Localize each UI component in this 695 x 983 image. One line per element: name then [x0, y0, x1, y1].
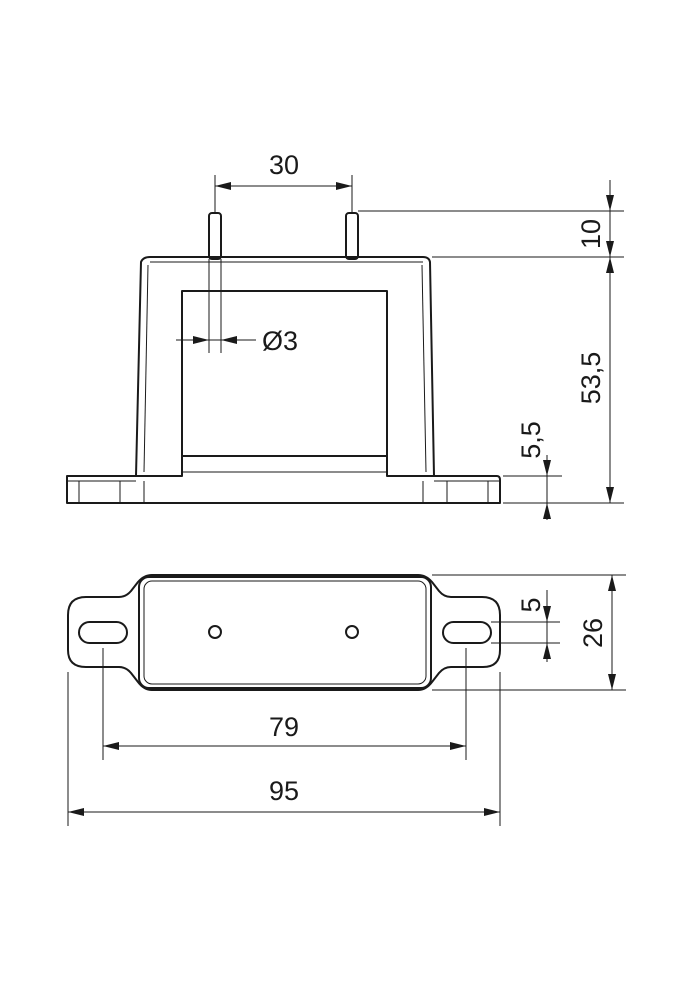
dim-label-pin-spacing: 30 — [269, 150, 299, 180]
right-pin — [345, 212, 359, 260]
dimension-hole-spacing: 79 — [102, 648, 467, 760]
dim-label-width: 26 — [578, 618, 608, 648]
dimension-width: 26 5 — [432, 574, 626, 691]
dimension-pin-spacing: 30 — [214, 150, 353, 212]
dim-label-hole-spacing: 79 — [269, 712, 299, 742]
dimension-heights: 10 53,5 — [358, 180, 624, 504]
dim-label-total-height: 53,5 — [576, 352, 606, 405]
left-mounting-slot — [78, 621, 128, 644]
dim-label-slot-width: 5 — [516, 597, 546, 612]
body-top — [138, 576, 432, 689]
dim-label-total-length: 95 — [269, 776, 299, 806]
bracket-inner-opening — [181, 290, 388, 473]
right-mounting-slot — [442, 621, 492, 644]
front-view — [66, 212, 501, 504]
left-pin — [208, 212, 222, 260]
dimension-total-length: 95 — [67, 672, 501, 826]
dim-label-pin-diameter: Ø3 — [262, 326, 298, 356]
left-pin-hole — [208, 625, 222, 639]
dim-label-base-thickness: 5,5 — [516, 421, 546, 459]
top-view — [67, 574, 501, 691]
bracket-outline — [66, 256, 501, 504]
base-plate-outline — [67, 574, 501, 691]
dimension-base-thickness: 5,5 — [503, 421, 562, 520]
right-pin-hole — [345, 625, 359, 639]
dim-label-pin-height: 10 — [576, 219, 606, 249]
dimension-pin-diameter: Ø3 — [176, 259, 298, 356]
